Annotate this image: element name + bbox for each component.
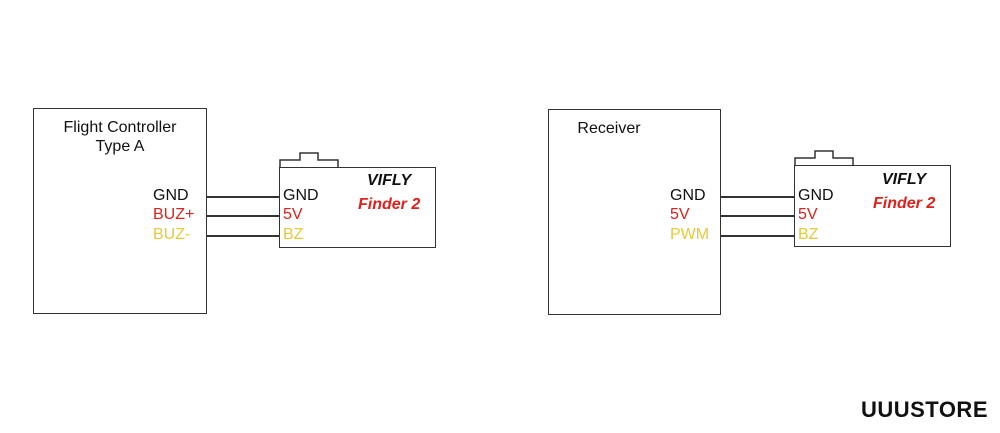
rx-pin-5v: 5V	[670, 206, 690, 223]
wire-5v-right	[721, 215, 794, 217]
flight-controller-title-line1: Flight Controller	[63, 119, 177, 136]
fc-pin-gnd: GND	[153, 187, 189, 204]
wire-bz-right	[721, 235, 794, 237]
module-pin-bz-right: BZ	[798, 226, 819, 243]
flight-controller-box	[33, 108, 207, 314]
receiver-box	[548, 109, 721, 315]
module-pin-5v-right: 5V	[798, 206, 818, 223]
module-pin-bz-left: BZ	[283, 226, 304, 243]
module-connector-left	[279, 152, 339, 169]
module-pin-gnd-right: GND	[798, 187, 834, 204]
rx-pin-gnd: GND	[670, 187, 706, 204]
wire-gnd-right	[721, 196, 794, 198]
module-pin-5v-left: 5V	[283, 206, 303, 223]
wire-5v-left	[207, 215, 279, 217]
fc-pin-buz-plus: BUZ+	[153, 206, 195, 223]
vifly-model-left: Finder 2	[358, 196, 421, 213]
wire-gnd-left	[207, 196, 279, 198]
module-connector-right	[794, 150, 854, 167]
wire-bz-left	[207, 235, 279, 237]
vifly-model-right: Finder 2	[873, 195, 936, 212]
vifly-module-box-left	[279, 167, 436, 248]
vifly-module-box-right	[794, 165, 951, 247]
store-watermark: UUUSTORE	[860, 397, 988, 422]
vifly-brand-right: VIFLY	[882, 171, 927, 188]
receiver-title: Receiver	[577, 120, 641, 137]
rx-pin-pwm: PWM	[670, 226, 710, 243]
fc-pin-buz-minus: BUZ-	[153, 226, 191, 243]
flight-controller-title: Flight Controller Type A	[33, 118, 207, 156]
flight-controller-title-line2: Type A	[95, 138, 145, 155]
vifly-brand-left: VIFLY	[367, 172, 412, 189]
module-pin-gnd-left: GND	[283, 187, 319, 204]
